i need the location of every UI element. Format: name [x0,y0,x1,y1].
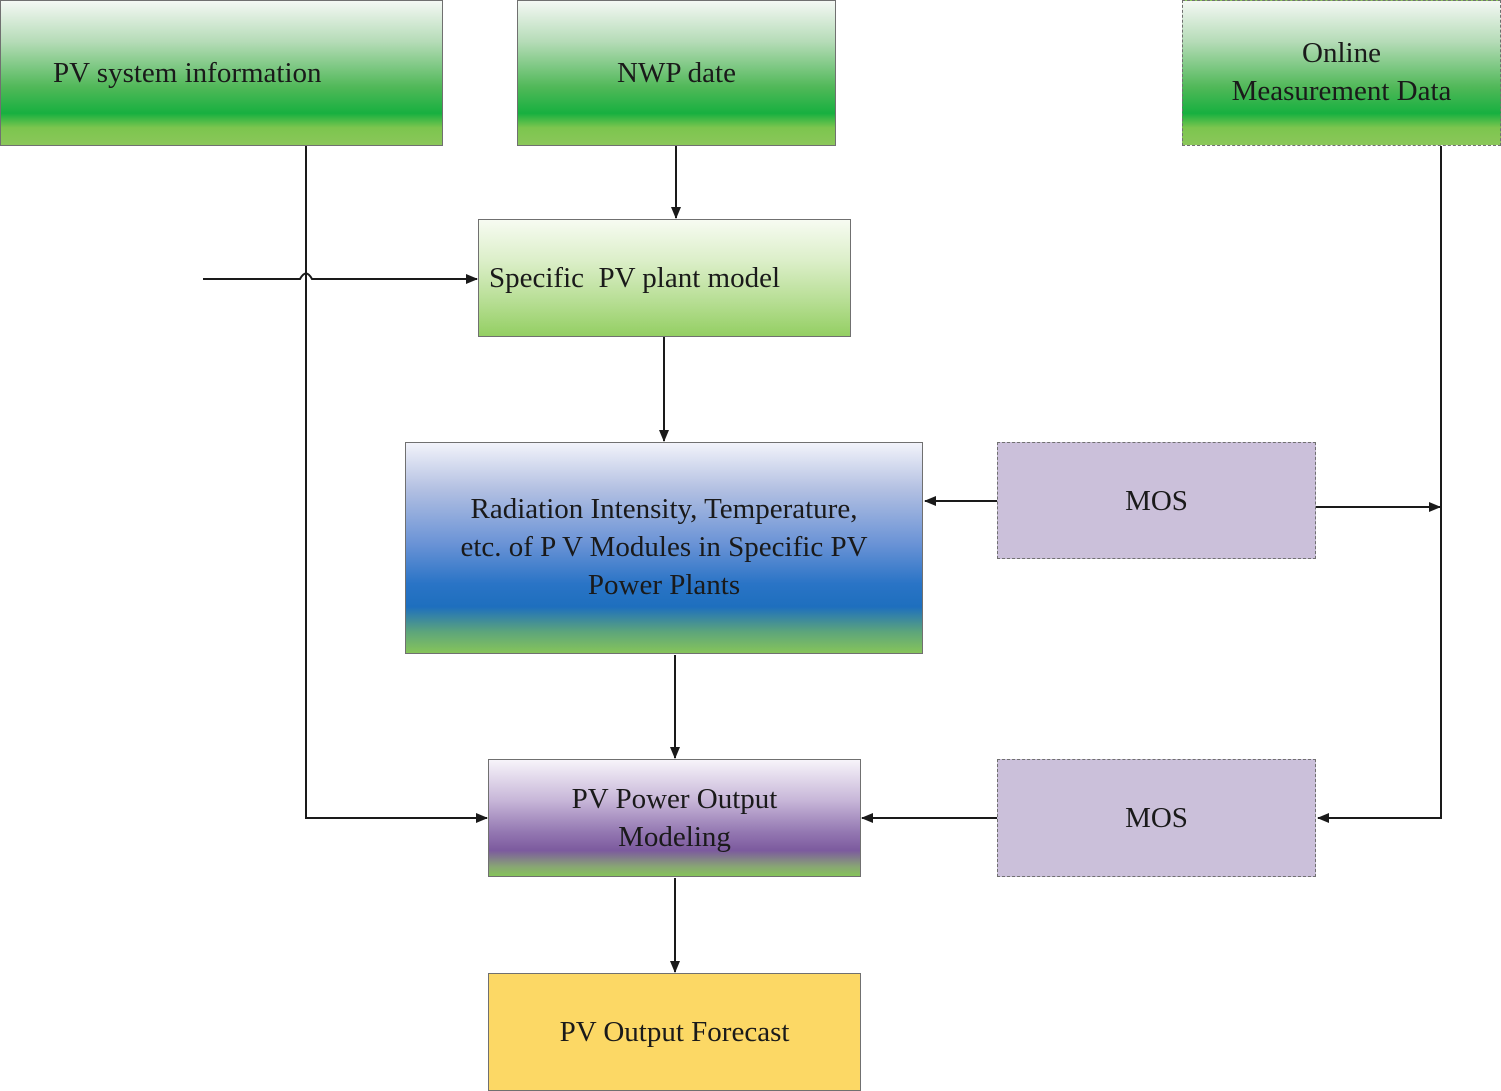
mos-upper-label: MOS [1125,484,1188,517]
radiation-intensity-label: Radiation Intensity, Temperature, etc. o… [460,493,868,601]
arrow-online-to-mos [1317,146,1442,823]
pv-output-forecast-label: PV Output Forecast [559,1016,790,1048]
radiation-intensity-box: Radiation Intensity, Temperature, etc. o… [405,442,923,654]
pv-power-output-modeling-box: PV Power Output Modeling [488,759,861,877]
nwp-date-label: NWP date [617,57,736,89]
mos-lower-label: MOS [1125,802,1188,834]
mos-upper-box: MOS [997,442,1316,559]
pv-power-output-modeling-label: PV Power Output Modeling [571,783,778,853]
pv-output-forecast-box: PV Output Forecast [488,973,861,1091]
nwp-date-box: NWP date [517,0,836,146]
specific-pv-plant-model-box: Specific PV plant model [478,219,851,337]
arrow-input-to-model [203,272,478,284]
online-measurement-box: Online Measurement Data [1182,0,1501,146]
specific-pv-plant-model-label: Specific PV plant model [489,262,781,294]
pv-system-information-label: PV system information [53,57,322,89]
online-measurement-label: Online Measurement Data [1231,37,1452,107]
pv-system-information-box: PV system information [0,0,443,146]
mos-lower-box: MOS [997,759,1316,877]
